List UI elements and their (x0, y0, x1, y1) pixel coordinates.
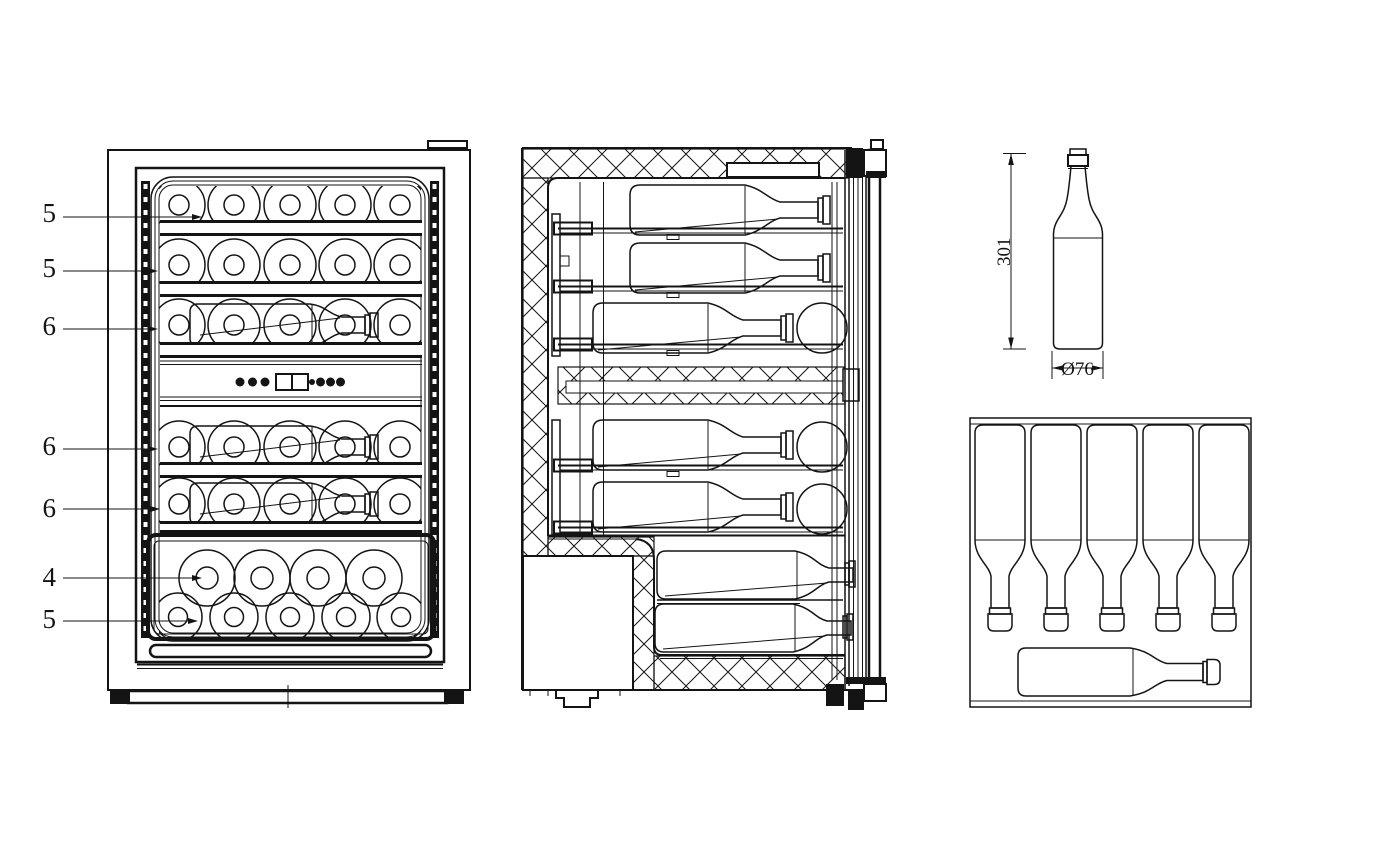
glass-door-section (831, 148, 882, 690)
shelf-capacity-label: 6 (43, 311, 158, 341)
label-text: 5 (43, 198, 57, 228)
door-hinge-top (427, 140, 468, 151)
panel-button (260, 377, 270, 387)
door-hinge-top-section (846, 139, 887, 178)
shelf-rails (548, 221, 845, 540)
standing-bottles (974, 424, 1250, 632)
section-bottles (592, 184, 848, 535)
bottle-end (796, 483, 848, 535)
panel-button (326, 377, 335, 387)
bottle-top-view (974, 424, 1026, 632)
crossed-bottle-top-view (1017, 647, 1221, 697)
wall-rail (551, 213, 561, 357)
bottle-outline (1052, 165, 1104, 350)
bottle-diameter-dimension: Ø76 (1061, 359, 1094, 380)
label-text: 4 (43, 562, 57, 592)
leveling-foot (110, 690, 130, 704)
lying-bottle (592, 419, 794, 471)
door-gasket (141, 176, 439, 642)
lying-bottle (656, 550, 856, 600)
bottle-top-view (1198, 424, 1250, 632)
display-window (275, 373, 293, 391)
dimension-line-diameter: Ø76 (1051, 351, 1104, 380)
lying-bottle (654, 603, 854, 653)
label-text: 6 (43, 493, 57, 523)
bottle-end (233, 549, 291, 607)
side-cross-section-view (521, 139, 887, 710)
bottle-end (796, 421, 848, 473)
panel-button (235, 377, 245, 387)
bottom-rack-frame (146, 533, 436, 659)
bottle-capsule (1067, 154, 1089, 167)
wall-rail (551, 419, 561, 536)
shelf-capacity-label: 5 (43, 604, 198, 634)
lying-bottle (189, 425, 379, 469)
lying-bottle (189, 303, 379, 347)
shelf-bottle-layout-top-view (969, 417, 1252, 708)
cabinet-base (110, 663, 464, 708)
dimension-line-height: 301 (994, 153, 1026, 350)
bottom-compartment (635, 538, 856, 659)
door-hinge-bottom-section (826, 677, 887, 710)
leveling-foot (444, 690, 464, 704)
shelf-capacity-labels: 5 5 6 6 6 4 5 (43, 198, 202, 634)
panel-button (316, 377, 325, 387)
shelf-capacity-label: 5 (43, 198, 202, 228)
lying-bottle (189, 482, 379, 526)
label-text: 5 (43, 604, 57, 634)
glass-door-frame (134, 166, 446, 664)
panel-button (309, 379, 315, 385)
panel-button (248, 377, 257, 387)
shelf-capacity-label: 6 (43, 431, 158, 461)
label-text: 6 (43, 431, 57, 461)
shelf-capacity-label: 6 (43, 493, 160, 523)
bottle-end (289, 549, 347, 607)
bottle-height-dimension: 301 (994, 238, 1015, 267)
control-panel (160, 360, 422, 407)
display-window (291, 373, 309, 391)
base-foot (529, 689, 621, 708)
bottle-end (796, 302, 848, 354)
interior-bottles (159, 186, 421, 638)
shelf-capacity-label: 5 (43, 253, 158, 283)
bottle-top-view (1142, 424, 1194, 632)
bottle-end (345, 549, 403, 607)
shelf-outline (969, 417, 1252, 708)
bottle-dimension-detail: 301 Ø76 (994, 148, 1104, 380)
front-view: 5 5 6 6 6 4 5 (43, 140, 471, 708)
panel-button (336, 377, 345, 387)
bottle-top-view (1086, 424, 1138, 632)
label-text: 5 (43, 253, 57, 283)
shelf-capacity-label: 4 (43, 562, 202, 592)
inner-liner (547, 177, 845, 536)
compressor-compartment (522, 555, 634, 691)
label-text: 6 (43, 311, 57, 341)
wire-shelves (160, 220, 422, 533)
top-vent (726, 162, 820, 178)
lying-bottle (592, 481, 794, 533)
bottle-row-6 (178, 549, 403, 607)
bottle-top-view (1030, 424, 1082, 632)
